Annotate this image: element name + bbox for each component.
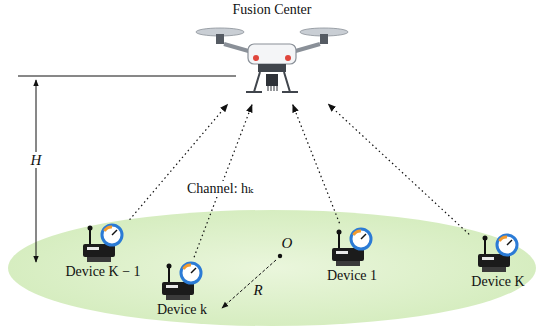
coverage-area xyxy=(8,210,536,326)
device-node: Device K xyxy=(471,232,524,290)
device-node: Device K − 1 xyxy=(65,222,140,280)
center-label: O xyxy=(280,235,295,251)
device-label: Device K xyxy=(471,274,524,290)
channel-link xyxy=(130,104,228,219)
device-label: Device K − 1 xyxy=(65,264,140,280)
channel-label: Channel: hₖ xyxy=(185,181,255,197)
device-icon xyxy=(80,222,126,264)
device-icon xyxy=(475,232,521,274)
height-label: H xyxy=(29,152,44,168)
height-reference-line xyxy=(18,76,236,77)
device-icon xyxy=(329,226,375,268)
device-node: Device 1 xyxy=(327,226,377,284)
device-label: Device 1 xyxy=(327,268,377,284)
center-dot xyxy=(278,254,282,258)
device-node: Device k xyxy=(157,260,207,318)
device-icon xyxy=(159,260,205,302)
fusion-center: Fusion Center xyxy=(192,2,352,102)
radius-label: R xyxy=(251,282,264,298)
channel-link xyxy=(293,105,340,223)
drone-icon xyxy=(192,18,352,102)
radius-arrow xyxy=(222,260,276,308)
height-arrow xyxy=(36,80,37,262)
node-title: Fusion Center xyxy=(233,2,312,18)
device-label: Device k xyxy=(157,302,207,318)
channel-link xyxy=(328,104,469,234)
